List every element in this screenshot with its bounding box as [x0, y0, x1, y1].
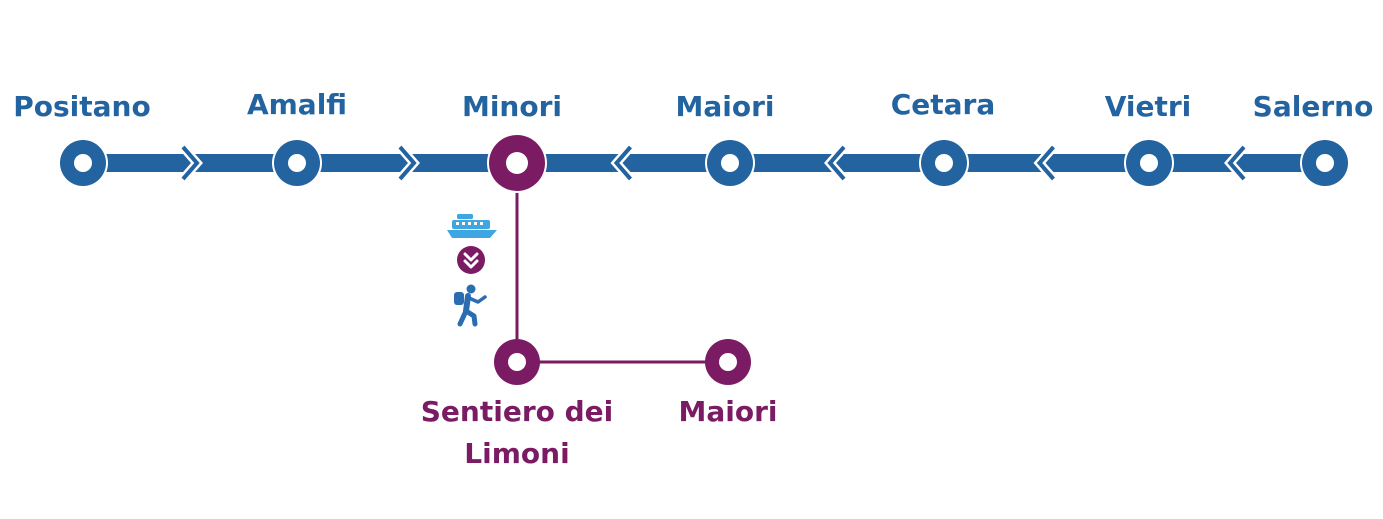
branch-label-sentiero-line2: Limoni: [464, 437, 569, 470]
branch-label-maiori: Maiori: [679, 395, 778, 428]
stop-label-positano: Positano: [13, 90, 150, 123]
stop-label-cetara: Cetara: [891, 88, 996, 121]
direction-arrow-stroke-right: [398, 145, 417, 181]
ferry-icon: [447, 214, 497, 238]
hiker-icon: [454, 284, 487, 327]
direction-arrow-stroke-left: [827, 145, 846, 181]
stop-marker-salerno: [1300, 138, 1350, 188]
double-chevron-down-icon: [457, 246, 485, 274]
direction-arrow-stroke-left: [1227, 145, 1246, 181]
branch-label-sentiero-line1: Sentiero dei: [421, 395, 614, 428]
stop-label-minori: Minori: [462, 90, 562, 123]
direction-arrow-stroke-left: [613, 145, 633, 181]
stop-marker-vietri: [1124, 138, 1174, 188]
branch-stop-marker-2: [705, 339, 751, 385]
stop-label-maiori: Maiori: [676, 90, 775, 123]
branch-stop-marker-1: [494, 339, 540, 385]
direction-arrow-stroke-right: [181, 145, 200, 181]
stop-label-amalfi: Amalfi: [247, 88, 347, 121]
stop-label-salerno: Salerno: [1253, 90, 1374, 123]
direction-arrow-stroke-left: [1036, 145, 1056, 181]
stop-marker-positano: [58, 138, 108, 188]
stop-marker-minori: [487, 133, 547, 193]
stop-label-vietri: Vietri: [1105, 90, 1192, 123]
stop-marker-amalfi: [272, 138, 322, 188]
stop-marker-cetara: [919, 138, 969, 188]
stop-marker-maiori: [705, 138, 755, 188]
